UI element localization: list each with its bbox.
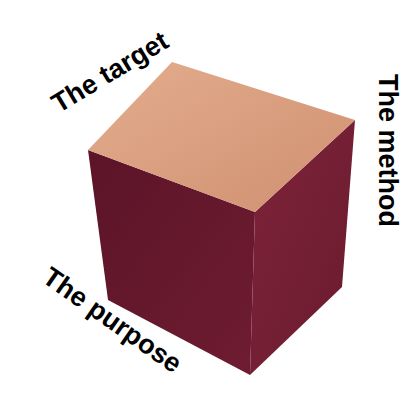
- face-label: The method: [374, 74, 401, 227]
- cube-top-face: [88, 62, 355, 212]
